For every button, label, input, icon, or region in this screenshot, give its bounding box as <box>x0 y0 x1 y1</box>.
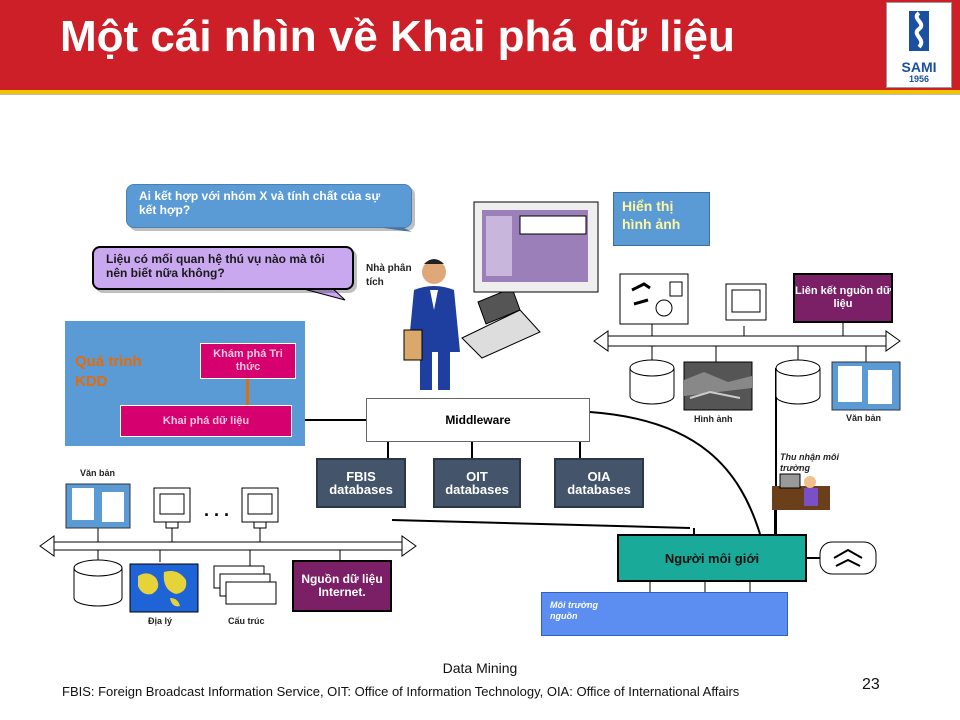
monitor-icon <box>241 487 279 529</box>
sami-logo: SAMI 1956 <box>886 2 952 88</box>
kdd-label: Quá trình KDD <box>75 353 142 390</box>
database-cylinder-icon <box>73 559 123 607</box>
oit-database: OIT databases <box>433 458 521 508</box>
broker-box: Người môi giới <box>617 534 807 582</box>
monitor-icon <box>153 487 191 529</box>
display-screen-icon <box>473 201 599 293</box>
analyst-label: Nhà phân tích <box>366 263 412 288</box>
laptop-icon <box>461 287 541 359</box>
footer-note: FBIS: Foreign Broadcast Information Serv… <box>62 684 740 699</box>
question-bubble-relationships: Liệu có mối quan hệ thú vụ nào mà tôi nê… <box>92 246 354 290</box>
structure-label: Cấu trúc <box>228 616 265 626</box>
fbis-database: FBIS databases <box>316 458 406 508</box>
monitor-icon <box>725 283 767 321</box>
footer-title: Data Mining <box>442 660 518 676</box>
images-label: Hình ảnh <box>694 414 733 424</box>
title-banner <box>0 0 960 90</box>
router-icon <box>819 541 877 575</box>
visual-display-label: Hiển thị hình ảnh <box>613 192 710 246</box>
oia-database: OIA databases <box>554 458 644 508</box>
database-cylinder-icon <box>775 359 821 405</box>
left-documents-label: Văn bản <box>80 468 116 478</box>
workstation-icon <box>772 473 830 510</box>
oit-database-name: OIT <box>466 469 488 484</box>
logo-year: 1956 <box>908 74 930 84</box>
analyst-person-icon <box>403 259 460 390</box>
ellipsis-label: . . . <box>204 500 230 520</box>
knowledge-discovery-box: Khám phá Tri thức <box>200 343 296 379</box>
slide-title: Một cái nhìn về Khai phá dữ liệu <box>60 12 735 61</box>
logo-text: SAMI <box>901 59 937 75</box>
page-number: 23 <box>862 676 880 693</box>
sami-emblem-icon <box>909 11 929 51</box>
fbis-database-name: FBIS <box>346 469 376 484</box>
environment-acquisition-label: Thu nhận môi trường <box>780 452 839 473</box>
data-mining-box: Khai phá dữ liệu <box>120 405 292 437</box>
database-cylinder-icon <box>629 359 675 405</box>
internet-data-source: Nguồn dữ liệu Internet. <box>292 560 392 612</box>
kdd-link <box>246 379 249 405</box>
network-devices-icon <box>619 273 689 325</box>
header-divider <box>0 94 960 95</box>
fbis-database-sub: databases <box>329 482 393 497</box>
middleware-box: Middleware <box>366 398 590 442</box>
source-environment-label: Môi trường nguồn <box>550 600 598 621</box>
geography-label: Địa lý <box>148 616 173 626</box>
question-bubble-association: Ai kết hợp với nhóm X và tính chất của s… <box>126 184 412 228</box>
data-source-link: Liên kết nguồn dữ liệu <box>793 273 893 323</box>
source-environment-panel <box>541 592 788 636</box>
right-documents-label: Văn bản <box>846 413 882 423</box>
oia-database-name: OIA <box>587 469 611 484</box>
header-accent-line <box>0 90 960 94</box>
oit-database-sub: databases <box>445 482 509 497</box>
oia-database-sub: databases <box>567 482 631 497</box>
